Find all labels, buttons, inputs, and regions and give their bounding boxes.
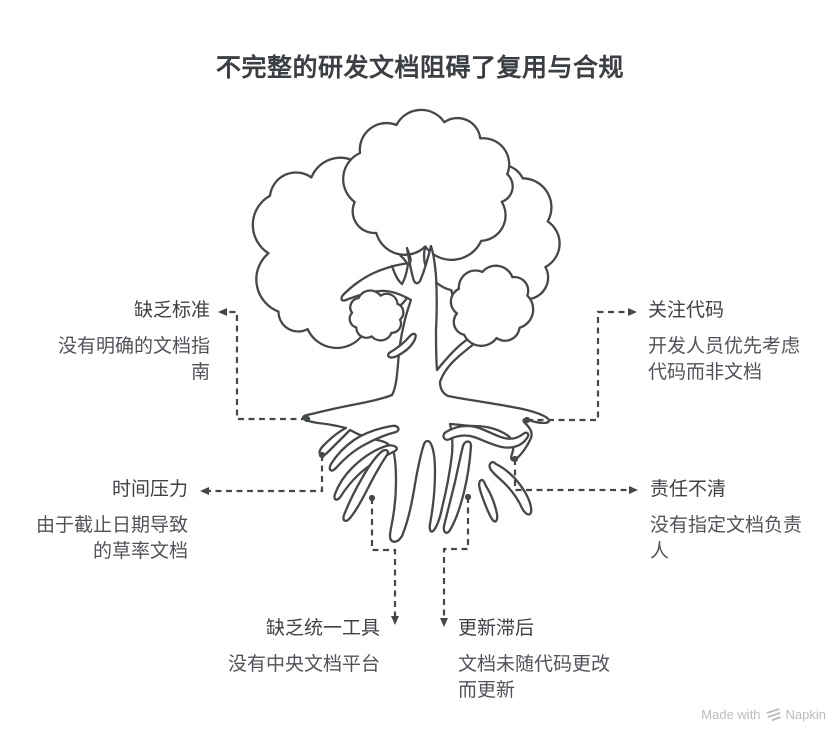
anchor-dot [368,494,376,502]
connector-lack-of-standards [227,310,307,421]
arrowhead-down [391,616,399,625]
cause-label-focus-on-code: 关注代码 开发人员优先考虑代码而非文档 [648,300,808,386]
tree-roots [328,424,533,534]
cause-desc: 没有明确的文档指南 [57,336,210,383]
connector-time-pressure [209,455,324,493]
cause-label-update-lag: 更新滞后 文档未随代码更改而更新 [458,618,618,704]
canopy-blob-top [342,108,514,261]
napkin-attribution: Made with Napkin [701,707,826,722]
arrowhead-down [440,618,448,627]
cause-title: 缺乏标准 [133,300,210,321]
anchor-dot [318,451,326,459]
small-branch-stem [386,332,417,359]
arrowhead-right [629,486,638,494]
connector-lines [200,308,638,627]
cause-title: 关注代码 [648,300,725,321]
cause-desc: 开发人员优先考虑代码而非文档 [648,336,801,383]
cause-desc: 由于截止日期导致的草率文档 [35,515,188,562]
cause-label-lack-of-unified-tools: 缺乏统一工具 没有中央文档平台 [210,618,380,678]
root-sliver [342,448,390,522]
connector-unclear-responsibility [513,459,629,492]
root-sliver [328,424,400,472]
branch-fork-notch [390,262,410,286]
anchor-dot [523,416,531,424]
arrowhead-right [628,308,637,316]
root-sliver [488,460,533,516]
cause-title: 更新滞后 [458,618,535,639]
cause-label-lack-of-standards: 缺乏标准 没有明确的文档指南 [50,300,210,386]
anchor-dot [303,415,311,423]
root-sliver [442,440,473,534]
canopy-blob-small-left [348,289,405,342]
cause-title: 责任不清 [650,479,727,500]
root-sliver [478,478,499,523]
arrowhead-left [200,487,209,495]
tree-canopy-front [348,264,535,347]
cause-desc: 没有指定文档负责人 [650,515,803,562]
napkin-logo-icon [766,708,781,721]
cause-label-time-pressure: 时间压力 由于截止日期导致的草率文档 [28,479,188,565]
diagram-title: 不完整的研发文档阻碍了复用与合规 [215,54,624,82]
connector-lack-of-unified-tools [370,498,397,616]
root-sliver [442,424,530,449]
canopy-blob-small-right [449,264,535,347]
anchor-dot [464,493,472,501]
made-with-text: Made with [701,707,761,722]
cause-title: 时间压力 [111,479,188,500]
root-sliver [333,444,398,501]
brand-name: Napkin [785,707,826,722]
connector-focus-on-code [527,310,628,422]
anchor-dot [511,455,519,463]
cause-title: 缺乏统一工具 [265,618,380,639]
connector-update-lag [442,497,470,618]
cause-label-unclear-responsibility: 责任不清 没有指定文档负责人 [650,479,810,565]
arrowhead-left [218,308,227,316]
cause-desc: 没有中央文档平台 [227,654,380,675]
cause-desc: 文档未随代码更改而更新 [458,654,611,701]
